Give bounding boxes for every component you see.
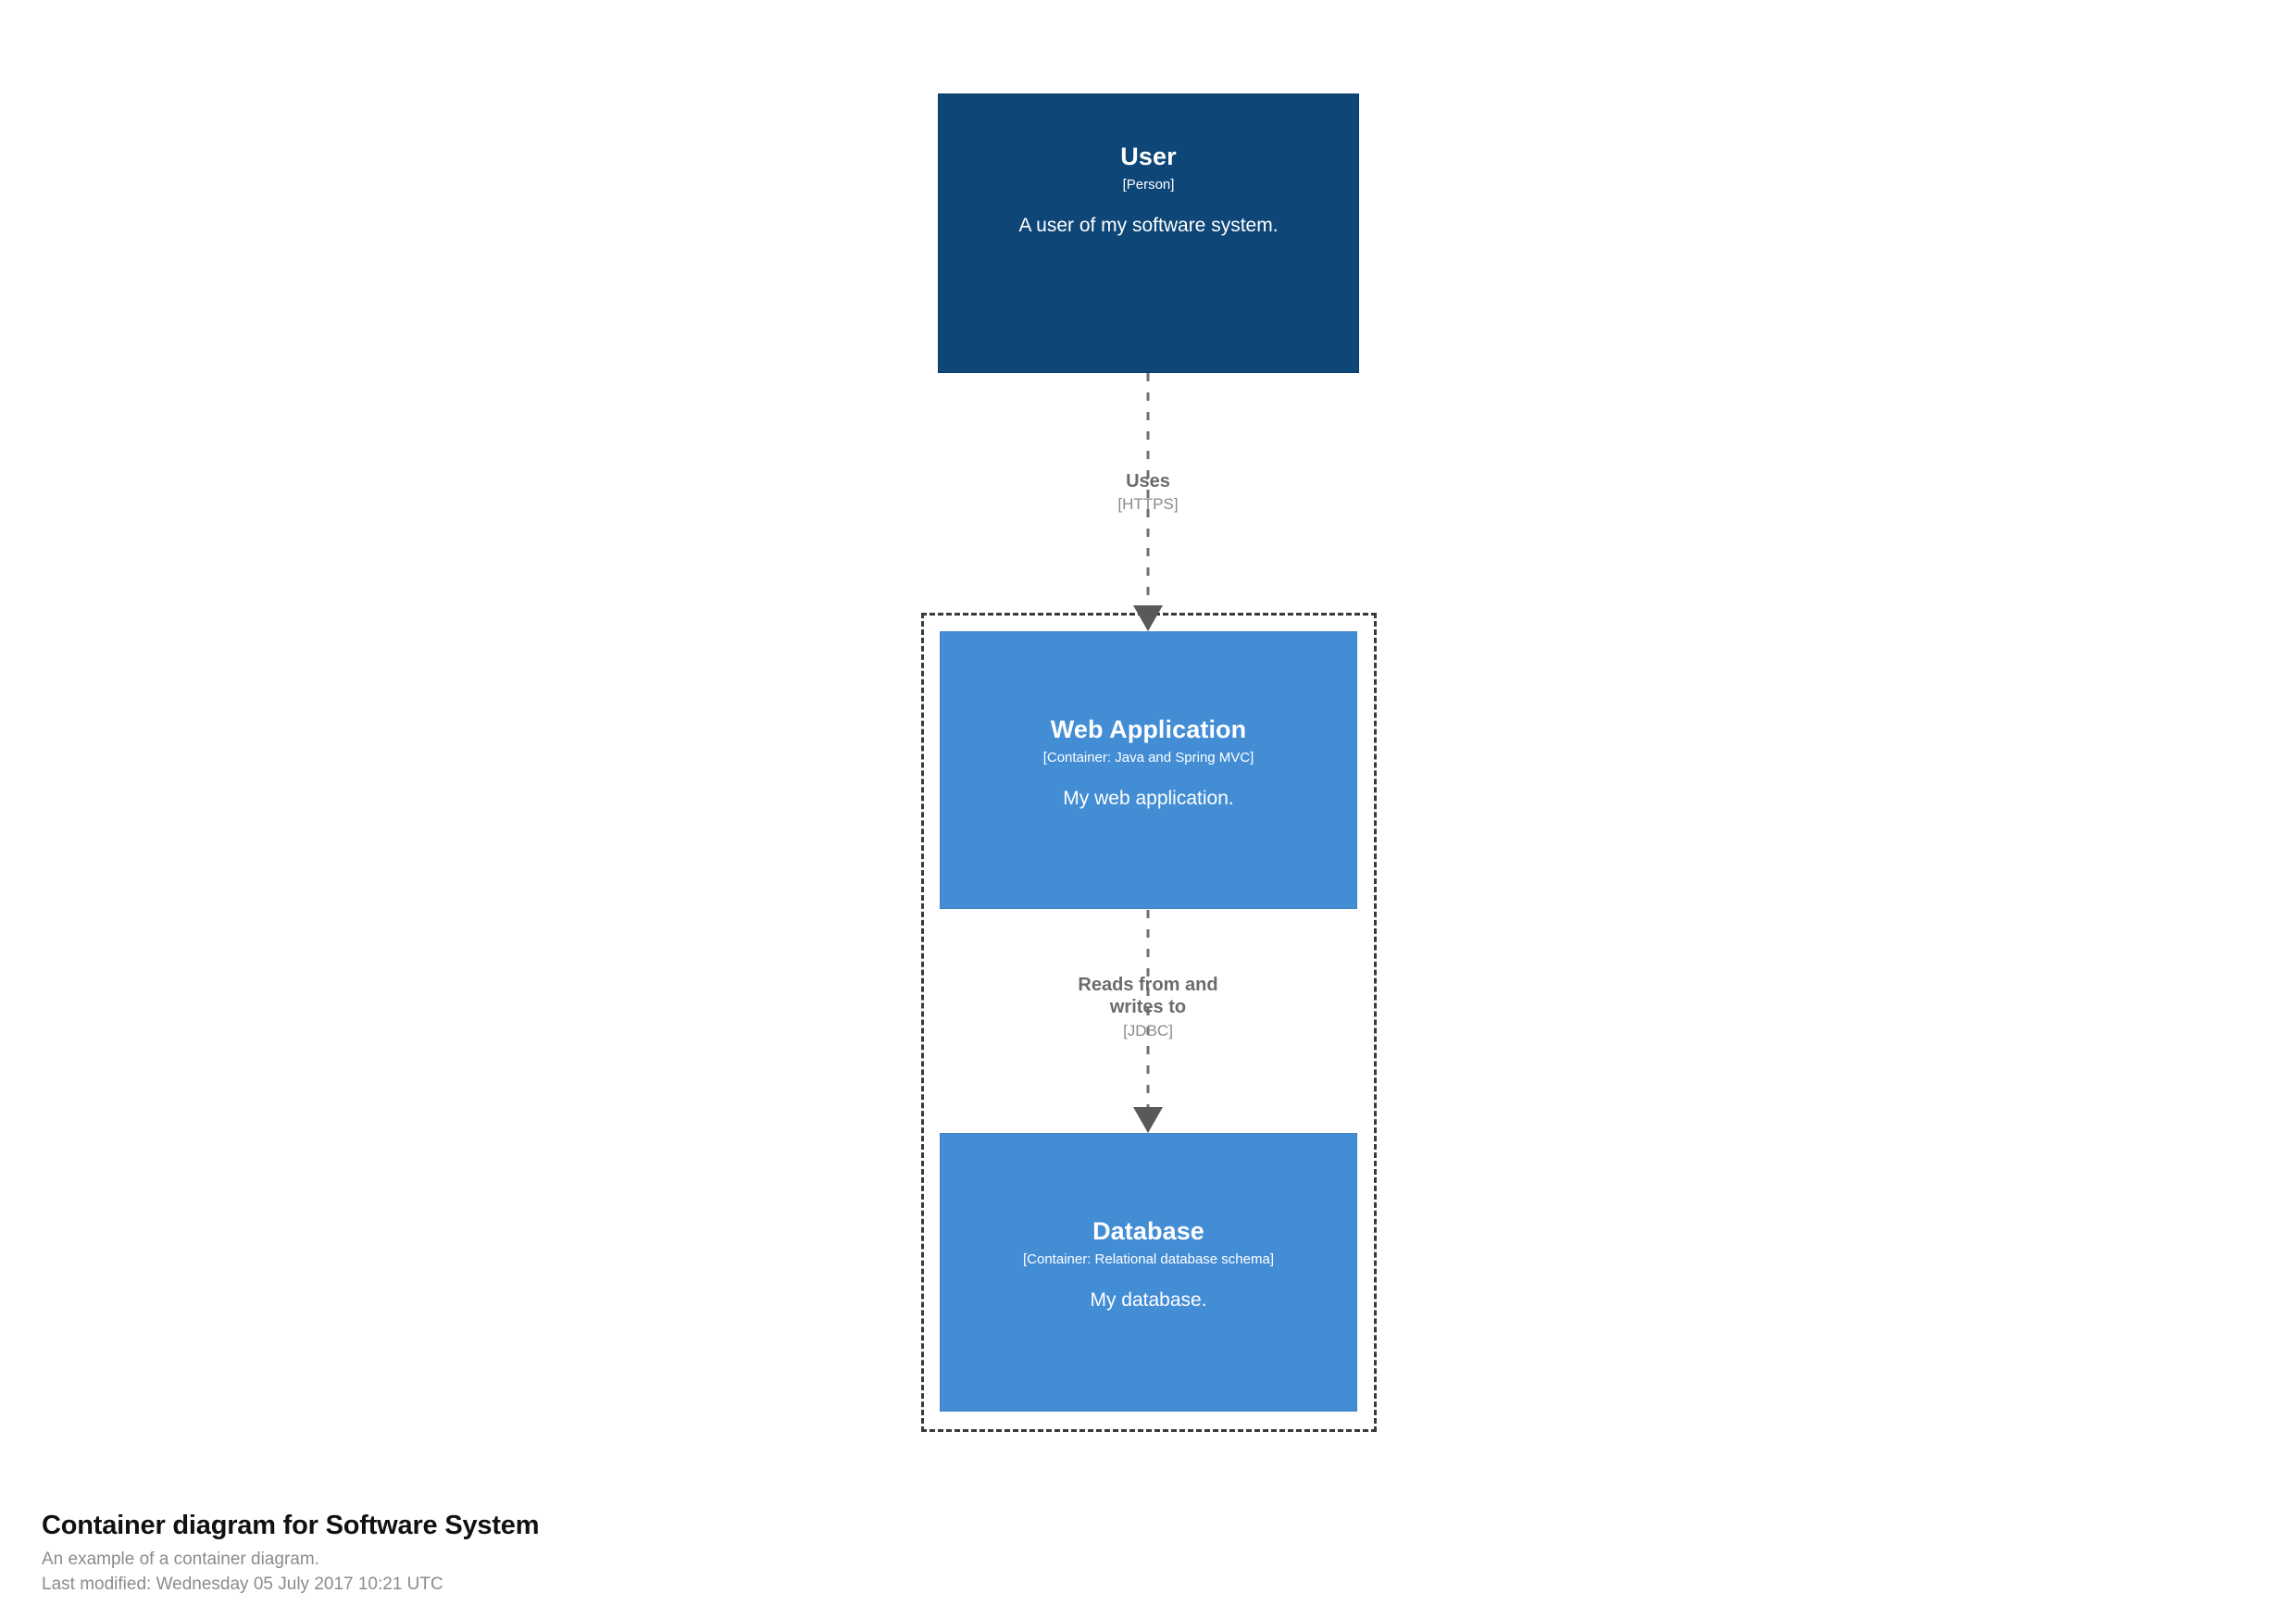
relationship-label-uses-description: Uses xyxy=(1126,471,1170,492)
node-user-tech: [Person] xyxy=(1122,177,1175,193)
node-web-application-name: Web Application xyxy=(1050,716,1247,743)
relationship-label-reads-writes-tech: [JDBC] xyxy=(1123,1021,1173,1039)
node-web-application-description: My web application. xyxy=(1063,788,1234,810)
node-database-name: Database xyxy=(1092,1217,1204,1245)
node-web-application[interactable]: Web Application [Container: Java and Spr… xyxy=(940,631,1357,909)
node-web-application-tech: [Container: Java and Spring MVC] xyxy=(1042,750,1254,766)
relationship-label-uses: Uses [HTTPS] xyxy=(963,470,1333,515)
relationship-arrowhead-reads-writes xyxy=(1133,1107,1163,1133)
relationship-arrowhead-uses xyxy=(1133,605,1163,631)
node-database-tech: [Container: Relational database schema] xyxy=(1023,1251,1274,1268)
diagram-title: Container diagram for Software System xyxy=(42,1511,540,1540)
node-user[interactable]: User [Person] A user of my software syst… xyxy=(938,93,1359,373)
relationship-label-reads-writes-description: Reads from and writes to xyxy=(1078,975,1218,1018)
relationship-label-uses-tech: [HTTPS] xyxy=(1117,495,1179,514)
diagram-subtitle: An example of a container diagram. xyxy=(42,1550,319,1570)
relationship-label-reads-writes: Reads from and writes to [JDBC] xyxy=(963,974,1333,1041)
diagram-caption: Container diagram for Software System An… xyxy=(42,1509,1338,1598)
node-database[interactable]: Database [Container: Relational database… xyxy=(940,1133,1357,1412)
node-user-description: A user of my software system. xyxy=(1018,215,1279,237)
node-user-name: User xyxy=(1120,143,1177,170)
diagram-last-modified: Last modified: Wednesday 05 July 2017 10… xyxy=(42,1574,443,1595)
node-database-description: My database. xyxy=(1090,1289,1207,1312)
